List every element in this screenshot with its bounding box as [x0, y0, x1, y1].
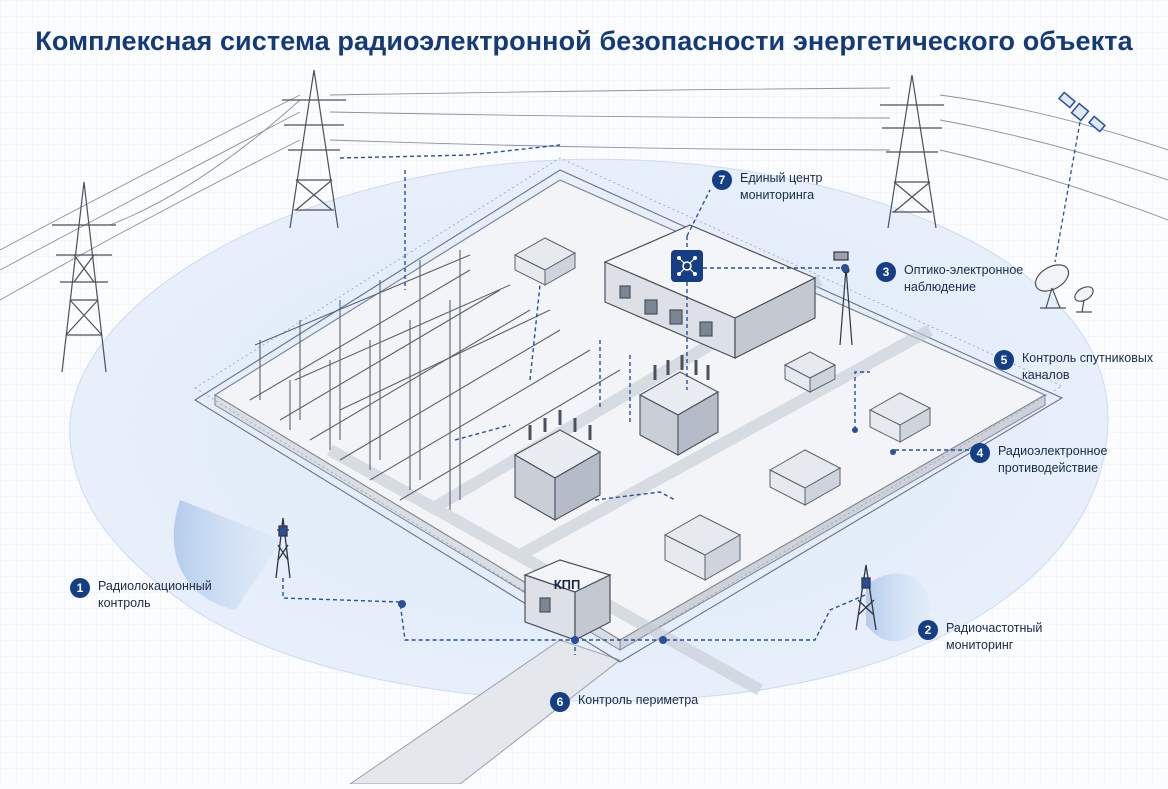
- callout-monitoring-center: 7 Единый центр мониторинга: [712, 170, 823, 204]
- checkpoint-label: КПП: [553, 577, 581, 592]
- radar-tower: [275, 517, 291, 579]
- equipment-block-e: [513, 237, 577, 286]
- callout-optical-observation: 3 Оптико-электронное наблюдение: [876, 262, 1023, 296]
- callout-radar-control: 1 Радиолокационный контроль: [70, 578, 212, 612]
- secondary-transformer: [638, 355, 720, 456]
- callout-satellite-channels: 5 Контроль спутниковых каналов: [994, 350, 1153, 384]
- equipment-block-d: [783, 351, 837, 393]
- callout-label: противодействие: [998, 461, 1099, 475]
- callout-electronic-countermeasures: 4 Радиоэлектронное противодействие: [970, 443, 1107, 477]
- callout-label: Радиолокационный: [98, 579, 212, 593]
- main-transformer: [513, 410, 602, 521]
- pylon-left-front: [52, 181, 116, 373]
- satellite-icon: [1058, 91, 1106, 133]
- switchyard: [249, 250, 621, 510]
- rf-beam: [866, 573, 930, 642]
- control-building: [603, 224, 817, 359]
- checkpoint-building: [523, 559, 612, 641]
- monitoring-hub-icon: [671, 250, 703, 282]
- callout-label: наблюдение: [904, 280, 976, 294]
- callout-label: Оптико-электронное: [904, 263, 1024, 277]
- callout-number: 7: [712, 170, 732, 190]
- callout-label: Единый центр: [740, 171, 823, 185]
- equipment-block-c: [868, 392, 932, 443]
- callout-number: 6: [550, 692, 570, 712]
- satellite-link: [1054, 121, 1081, 263]
- callout-label: контроль: [98, 596, 151, 610]
- satellite-dish-icon: [1034, 264, 1094, 313]
- callout-label: каналов: [1022, 368, 1070, 382]
- connection-nodes: [398, 264, 896, 644]
- callout-number: 5: [994, 350, 1014, 370]
- callout-number: 3: [876, 262, 896, 282]
- callout-rf-monitoring: 2 Радиочастотный мониторинг: [918, 620, 1042, 654]
- equipment-block-a: [663, 514, 742, 581]
- pylon-left-back: [282, 69, 346, 229]
- radar-beam: [173, 500, 283, 610]
- power-lines: [0, 87, 1168, 301]
- pylon-right: [880, 74, 944, 229]
- facility-site: [193, 157, 1064, 696]
- callout-label: мониторинг: [946, 638, 1014, 652]
- page-title: Комплексная система радиоэлектронной без…: [35, 26, 1133, 56]
- callout-perimeter-control: 6 Контроль периметра: [550, 692, 698, 712]
- callout-label: мониторинга: [740, 188, 815, 202]
- rf-monitoring-tower: [855, 564, 877, 631]
- callout-number: 2: [918, 620, 938, 640]
- callout-number: 4: [970, 443, 990, 463]
- callout-label: Контроль периметра: [578, 693, 699, 707]
- callout-label: Радиоэлектронное: [998, 444, 1108, 458]
- callout-label: Контроль спутниковых: [1022, 351, 1154, 365]
- equipment-block-b: [768, 449, 842, 506]
- callout-number: 1: [70, 578, 90, 598]
- callout-label: Радиочастотный: [946, 621, 1043, 635]
